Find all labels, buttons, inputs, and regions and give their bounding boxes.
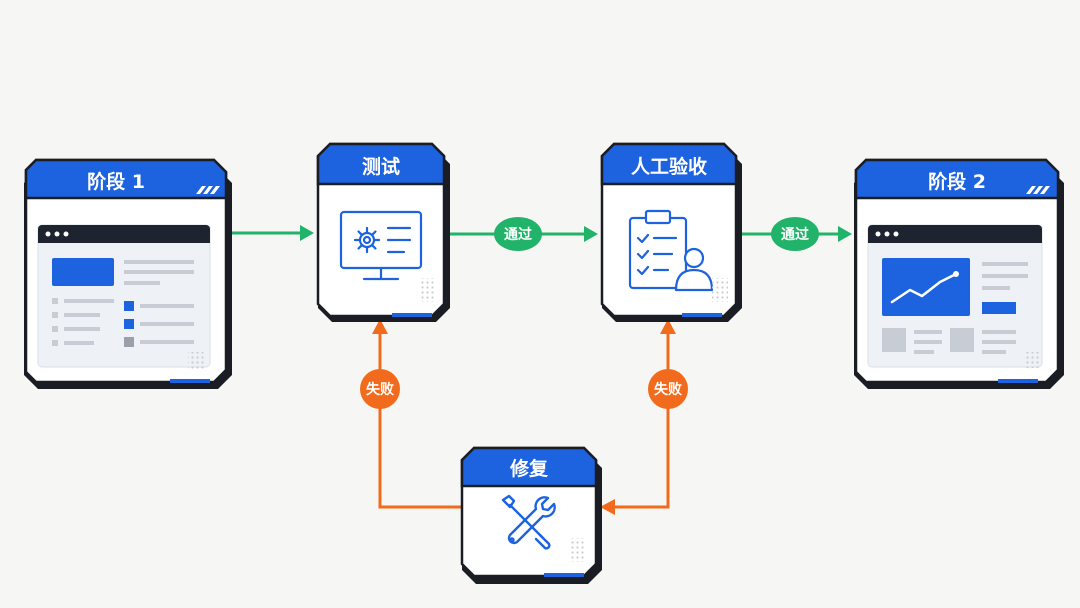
dashboard-chart-icon <box>867 224 1043 368</box>
arrowhead-review-up <box>660 319 676 334</box>
review-title: 人工验收 <box>631 155 707 178</box>
stage1-title: 阶段 1 <box>87 170 145 193</box>
test-node: 测试 <box>316 142 450 322</box>
arrowhead-test-to-review <box>584 226 598 242</box>
webpage-layout-icon <box>37 224 211 370</box>
fail-label-2: 失败 <box>648 369 688 409</box>
gear-monitor-icon <box>339 210 423 281</box>
review-node: 人工验收 <box>600 142 742 322</box>
arrowhead-review-to-stage2 <box>838 226 852 242</box>
pass-label-text-2: 通过 <box>781 226 809 243</box>
fix-title: 修复 <box>509 457 549 480</box>
stage1-node: 阶段 1 <box>24 158 232 389</box>
arrowhead-fix-to-test <box>372 319 388 334</box>
arrow-review-to-fix <box>612 330 670 509</box>
pass-label-1: 通过 <box>494 217 542 251</box>
pass-label-text-1: 通过 <box>504 226 532 243</box>
test-title: 测试 <box>362 156 400 178</box>
fix-node: 修复 <box>460 446 602 584</box>
arrowhead-review-to-fix <box>600 499 615 515</box>
pass-label-2: 通过 <box>771 217 819 251</box>
arrowhead-stage1-to-test <box>300 225 314 241</box>
fail-label-text-2: 失败 <box>654 381 683 398</box>
fail-label-text-1: 失败 <box>366 381 395 398</box>
fail-label-1: 失败 <box>360 369 400 409</box>
stage2-node: 阶段 2 <box>854 158 1064 389</box>
arrow-fix-to-test <box>378 330 462 509</box>
wrench-screwdriver-icon <box>501 494 556 550</box>
stage2-title: 阶段 2 <box>928 170 986 193</box>
clipboard-checklist-user-icon <box>628 209 714 292</box>
